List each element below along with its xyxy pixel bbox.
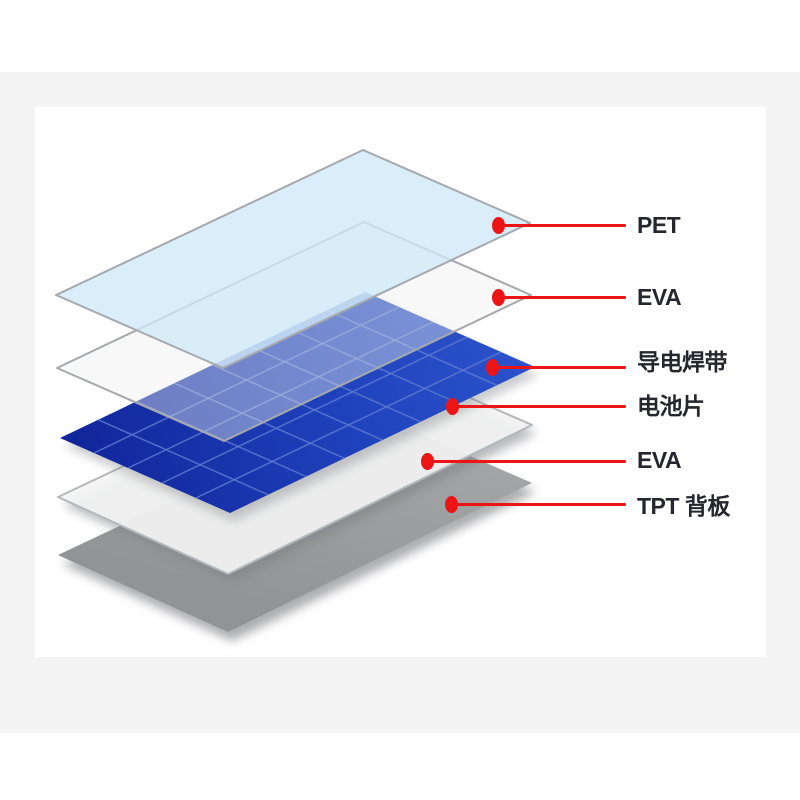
callout-dot <box>491 216 505 234</box>
callout-dot <box>485 358 499 376</box>
callout-dot <box>445 397 459 415</box>
callout-label: PET <box>637 212 681 238</box>
callout-dot <box>444 495 458 513</box>
callout-leader-line <box>458 404 626 408</box>
callout-leader-line <box>504 223 626 227</box>
pet-layer <box>55 149 531 369</box>
callout-label: 导电焊带 <box>637 349 728 375</box>
callout-label: TPT 背板 <box>637 493 730 519</box>
callout-leader-line <box>498 365 626 369</box>
callout-label: EVA <box>637 447 682 473</box>
callout-label: EVA <box>637 284 682 310</box>
callout-leader-line <box>433 459 626 463</box>
solder-ribbon-grid <box>93 306 502 499</box>
callout-label: 电池片 <box>637 393 705 419</box>
callout-leader-line <box>457 502 626 506</box>
callout-leader-line <box>504 295 626 299</box>
callout-dot <box>420 452 434 470</box>
callout-dot <box>491 288 505 306</box>
